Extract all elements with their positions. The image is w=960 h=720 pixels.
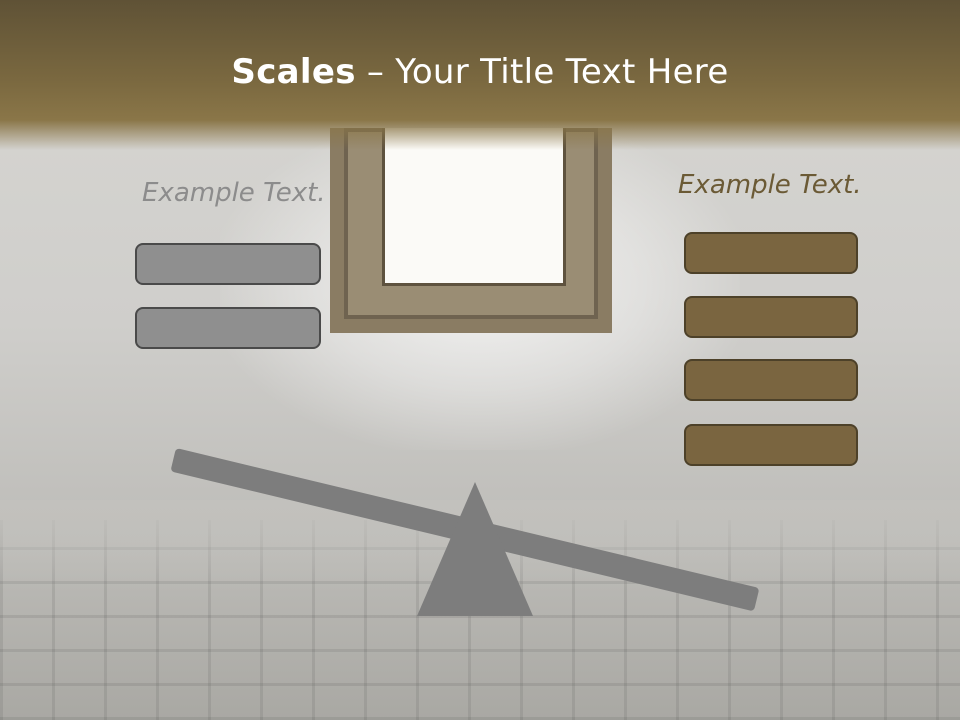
left-box-2[interactable]	[135, 307, 321, 349]
right-box-2[interactable]	[684, 296, 858, 338]
picture-frame-window	[382, 128, 566, 286]
right-label[interactable]: Example Text.	[678, 170, 862, 200]
scale-fulcrum[interactable]	[417, 482, 533, 616]
left-label[interactable]: Example Text.	[142, 178, 326, 208]
left-box-1[interactable]	[135, 243, 321, 285]
picture-frame	[330, 128, 612, 333]
slide-title[interactable]: Scales – Your Title Text Here	[0, 52, 960, 92]
title-rest: – Your Title Text Here	[355, 52, 729, 92]
title-bold: Scales	[231, 52, 356, 92]
right-box-1[interactable]	[684, 232, 858, 274]
right-box-3[interactable]	[684, 359, 858, 401]
right-box-4[interactable]	[684, 424, 858, 466]
title-bar	[0, 0, 960, 150]
